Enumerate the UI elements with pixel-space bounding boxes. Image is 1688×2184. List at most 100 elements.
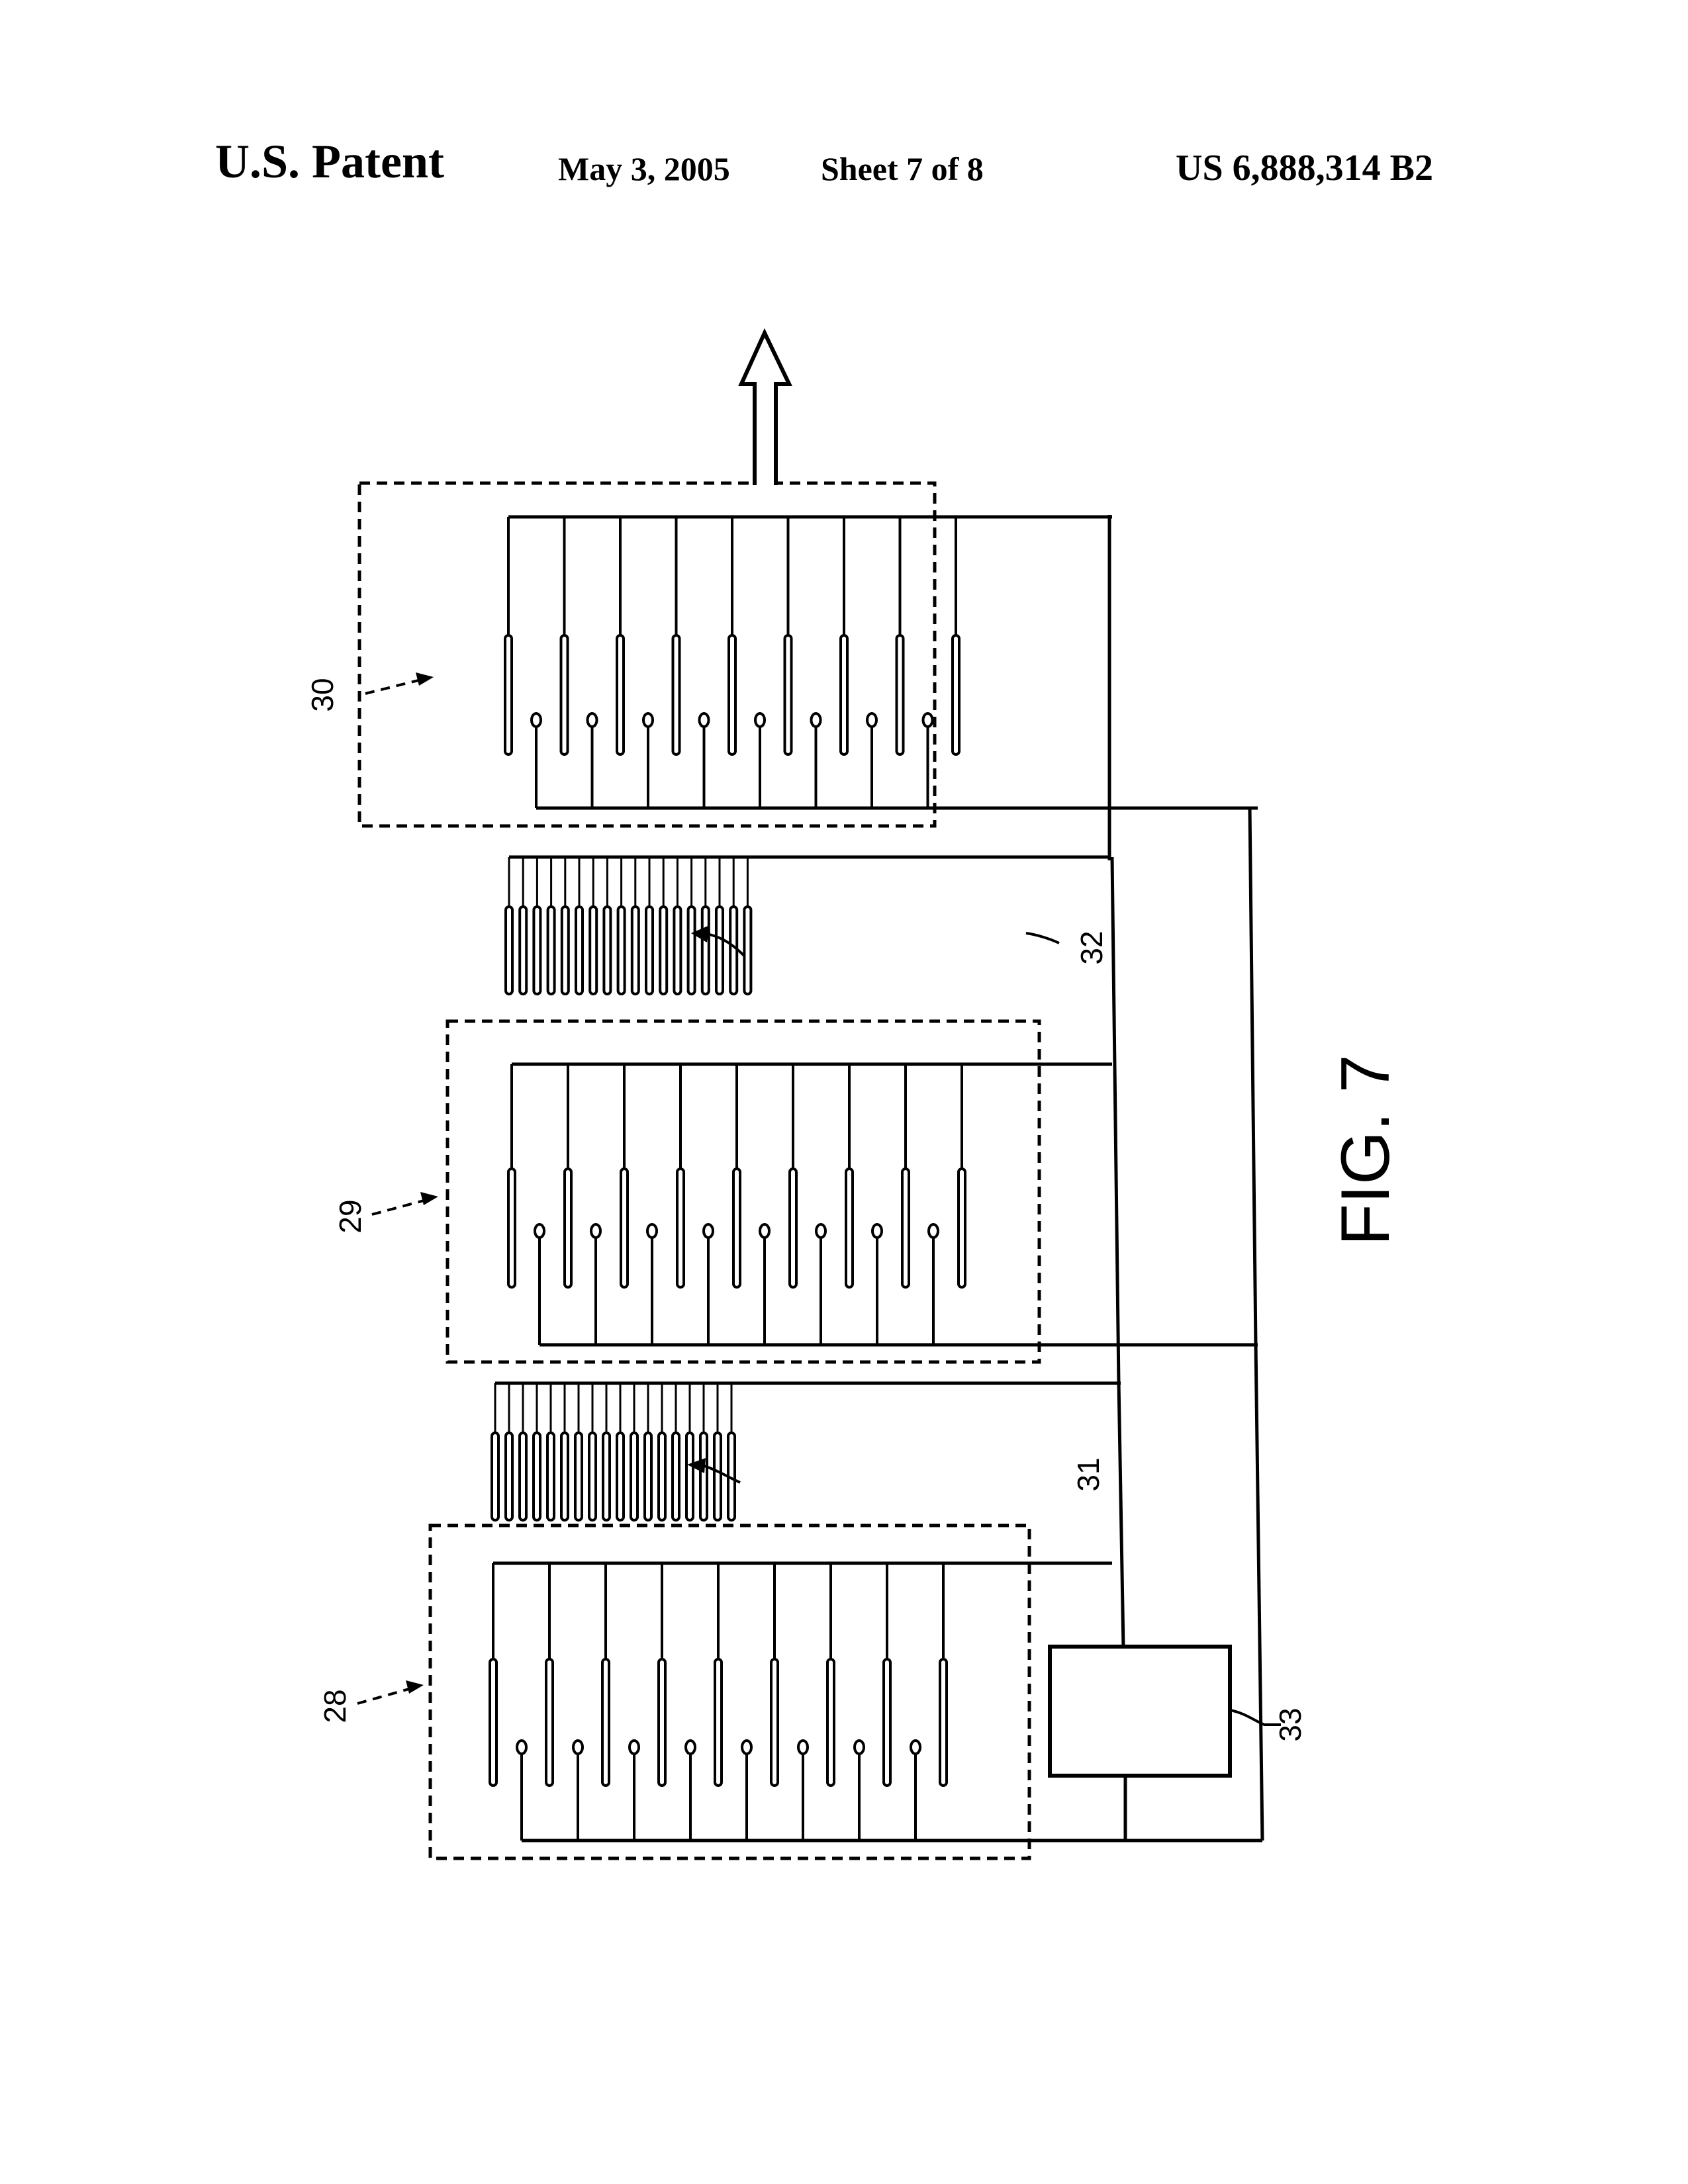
electrode-group-29	[445, 1019, 1258, 1364]
electrode	[616, 634, 625, 756]
pin-electrode-tip	[534, 1223, 545, 1239]
pin-electrode-tip	[586, 712, 598, 728]
left-rail-lower	[1117, 1381, 1125, 1647]
electrode	[770, 1658, 779, 1787]
pin-electrode-tip	[572, 1739, 584, 1755]
electrode	[951, 634, 961, 756]
control-unit-box	[1048, 1645, 1232, 1778]
ref-label-32: 32	[691, 925, 1109, 965]
electrode	[504, 634, 513, 756]
electrode	[489, 1658, 498, 1787]
pin-electrode-tip	[910, 1739, 921, 1755]
svg-text:28: 28	[318, 1689, 352, 1723]
electrode	[673, 905, 682, 995]
ref-label-31: 31	[687, 1457, 1105, 1492]
pin-electrode-tip	[871, 1223, 883, 1239]
pin-electrode-tip	[810, 712, 822, 728]
pin-electrode-tip	[759, 1223, 771, 1239]
electrode	[563, 1167, 573, 1289]
patent-header-title: U.S. Patent	[215, 135, 444, 188]
ref-label-29: 29	[333, 1192, 438, 1234]
electrode	[620, 1167, 629, 1289]
electrode	[788, 1167, 798, 1289]
electrode	[743, 905, 753, 995]
electrode	[504, 905, 514, 995]
electrode	[532, 1432, 541, 1522]
electrode	[783, 634, 793, 756]
ref-label-30: 30	[305, 672, 434, 712]
electrode	[491, 1432, 500, 1522]
svg-text:31: 31	[1071, 1457, 1105, 1491]
electrode	[560, 905, 570, 995]
electrode	[602, 905, 612, 995]
electrode	[713, 1432, 722, 1522]
electrode	[630, 905, 640, 995]
electrode	[826, 1658, 835, 1787]
electrode	[685, 1432, 694, 1522]
electrode	[895, 634, 905, 756]
electrode	[957, 1167, 966, 1289]
electrode	[518, 1432, 528, 1522]
dashed-enclosure	[445, 1019, 1041, 1364]
electrode	[845, 1167, 854, 1289]
electrode	[715, 905, 724, 995]
electrode	[588, 905, 598, 995]
pin-electrode-tip	[628, 1739, 640, 1755]
pin-electrode-tip	[927, 1223, 939, 1239]
figure-label: FIG. 7	[1327, 1055, 1404, 1246]
right-rail-upper	[1248, 807, 1258, 1345]
electrode	[699, 1432, 708, 1522]
electrode	[729, 905, 739, 995]
electrode	[518, 905, 528, 995]
electrode	[574, 1432, 583, 1522]
electrode	[643, 1432, 653, 1522]
electrode	[532, 905, 542, 995]
pin-electrode-tip	[684, 1739, 696, 1755]
pin-electrode-tip	[702, 1223, 714, 1239]
electrode-groups	[357, 481, 1258, 1860]
electrode	[560, 1432, 569, 1522]
electrode	[657, 1658, 667, 1787]
output-arrow-icon	[738, 328, 792, 485]
dashed-enclosure	[357, 481, 937, 828]
pin-electrode-tip	[590, 1223, 602, 1239]
pin-electrode-tip	[853, 1739, 865, 1755]
electrode	[839, 634, 849, 756]
svg-text:30: 30	[305, 678, 340, 711]
ref-label-33: 33	[1229, 1707, 1307, 1742]
electrode-group-28	[428, 1524, 1258, 1860]
electrode	[671, 1432, 680, 1522]
pin-electrode-tip	[754, 712, 766, 728]
electrode	[616, 905, 626, 995]
electrode	[901, 1167, 910, 1289]
patent-number: US 6,888,314 B2	[1176, 148, 1433, 189]
electrode	[601, 1658, 610, 1787]
electrode	[588, 1432, 597, 1522]
electrode	[686, 905, 696, 995]
electrode	[507, 1167, 516, 1289]
left-rail-middle	[1110, 856, 1121, 1384]
electrode	[645, 905, 654, 995]
electrode	[546, 1432, 555, 1522]
pin-electrode-tip	[921, 712, 934, 728]
electrode	[546, 905, 556, 995]
pin-electrode-tip	[741, 1739, 753, 1755]
electrode	[630, 1432, 639, 1522]
electrode	[657, 1432, 667, 1522]
electrode	[714, 1658, 723, 1787]
electrode	[732, 1167, 741, 1289]
electrode	[575, 905, 584, 995]
electrode	[602, 1432, 611, 1522]
electrode	[676, 1167, 685, 1289]
pin-electrode-tip	[797, 1739, 809, 1755]
pin-electrode-tip	[516, 1739, 528, 1755]
patent-date: May 3, 2005	[558, 150, 730, 187]
electrode	[882, 1658, 892, 1787]
right-rail-lower	[1254, 1343, 1264, 1841]
svg-text:29: 29	[333, 1199, 367, 1233]
electrode	[659, 905, 669, 995]
ref-label-28: 28	[318, 1680, 424, 1723]
wiring	[1033, 515, 1264, 1843]
electrode	[616, 1432, 625, 1522]
